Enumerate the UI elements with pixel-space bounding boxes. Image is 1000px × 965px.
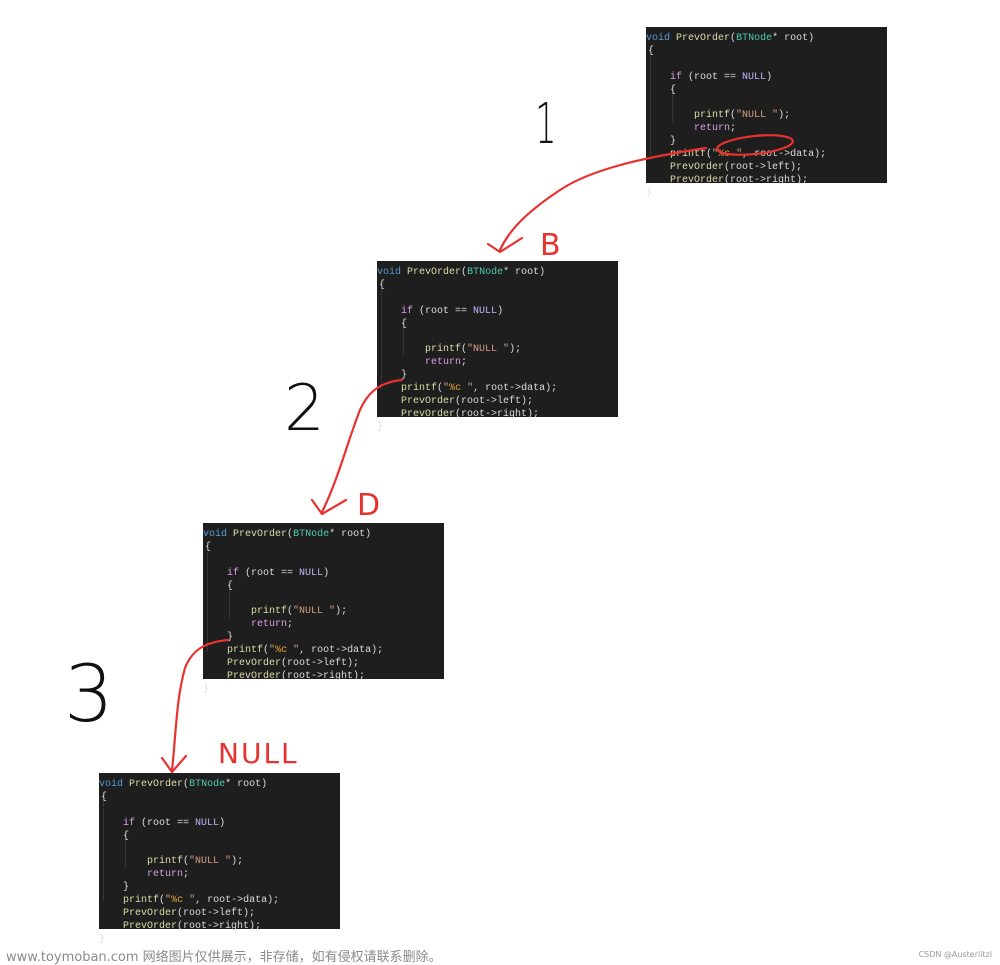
code-panel-2: void PrevOrder(BTNode* root) { if (root … <box>377 261 618 433</box>
code-line-if-brace: { <box>670 84 677 96</box>
code-line-if-close: } <box>227 632 234 644</box>
node-label-null: NULL <box>218 737 299 770</box>
code-line-if: if (root == NULL) <box>123 817 226 829</box>
step-label-1: 1 <box>535 92 557 157</box>
code-line-if-brace: { <box>401 318 408 330</box>
code-line-recurse-left: PrevOrder(root->left); <box>401 395 534 407</box>
code-line-printf-data: printf("%c ", root->data); <box>227 645 384 657</box>
code-line-return: return; <box>694 123 737 135</box>
code-line-if: if (root == NULL) <box>670 71 773 83</box>
code-line-printf-null: printf("NULL "); <box>251 606 348 618</box>
code-line-close-brace: } <box>99 933 106 945</box>
code-line-open-brace: { <box>379 279 386 291</box>
node-label-b: B <box>540 228 561 263</box>
code-line-open-brace: { <box>648 45 655 57</box>
node-label-d: D <box>357 488 381 523</box>
code-line-if: if (root == NULL) <box>227 567 330 579</box>
code-line-open-brace: { <box>205 541 212 553</box>
code-line-blank <box>99 805 340 818</box>
step-label-2: 2 <box>284 372 325 446</box>
arrowhead-null <box>160 754 188 774</box>
code-line-close-brace: } <box>377 421 384 433</box>
code-line-close-brace: } <box>203 683 210 695</box>
code-line-return: return; <box>147 869 190 881</box>
code-line-close-brace: } <box>646 187 653 199</box>
code-line-if-close: } <box>670 136 677 148</box>
arrowhead-d <box>310 498 348 516</box>
code-line-recurse-left: PrevOrder(root->left); <box>227 657 360 669</box>
code-line-signature: void PrevOrder(BTNode* root) <box>646 33 815 44</box>
author-credit: CSDN @Austerlitzl <box>918 950 992 959</box>
code-line-printf-null: printf("NULL "); <box>694 110 791 122</box>
code-line-printf-data: printf("%c ", root->data); <box>123 895 280 907</box>
arrowhead-b <box>486 236 524 254</box>
step-label-3: 3 <box>64 650 114 740</box>
code-line-blank <box>377 293 618 306</box>
code-line-blank <box>646 59 887 72</box>
code-panel-4: void PrevOrder(BTNode* root) { if (root … <box>99 773 340 945</box>
code-panel-3: void PrevOrder(BTNode* root) { if (root … <box>203 523 444 695</box>
code-line-signature: void PrevOrder(BTNode* root) <box>203 529 372 540</box>
code-line-recurse-right: PrevOrder(root->right); <box>401 408 540 420</box>
code-line-recurse-right: PrevOrder(root->right); <box>227 670 366 682</box>
code-line-if-brace: { <box>123 830 130 842</box>
code-line-blank <box>203 593 444 606</box>
code-line-return: return; <box>425 357 468 369</box>
code-line-if-close: } <box>123 882 130 894</box>
code-line-recurse-right: PrevOrder(root->right); <box>123 920 262 932</box>
code-line-printf-null: printf("NULL "); <box>425 344 522 356</box>
code-line-if-close: } <box>401 370 408 382</box>
code-line-recurse-left: PrevOrder(root->left); <box>123 907 256 919</box>
code-line-recurse-right: PrevOrder(root->right); <box>670 174 809 186</box>
code-line-if: if (root == NULL) <box>401 305 504 317</box>
code-panel-1: void PrevOrder(BTNode* root) { if (root … <box>646 27 887 199</box>
code-line-printf-data: printf("%c ", root->data); <box>670 149 827 161</box>
code-line-printf-data: printf("%c ", root->data); <box>401 383 558 395</box>
code-line-printf-null: printf("NULL "); <box>147 856 244 868</box>
code-line-open-brace: { <box>101 791 108 803</box>
code-line-recurse-left: PrevOrder(root->left); <box>670 161 803 173</box>
code-line-if-brace: { <box>227 580 234 592</box>
code-line-signature: void PrevOrder(BTNode* root) <box>99 779 268 790</box>
code-line-return: return; <box>251 619 294 631</box>
code-line-blank <box>646 97 887 110</box>
watermark-text: www.toymoban.com 网络图片仅供展示，非存储，如有侵权请联系删除。 <box>6 950 442 965</box>
code-line-blank <box>203 555 444 568</box>
code-line-blank <box>377 331 618 344</box>
code-line-blank <box>99 843 340 856</box>
code-line-signature: void PrevOrder(BTNode* root) <box>377 267 546 278</box>
